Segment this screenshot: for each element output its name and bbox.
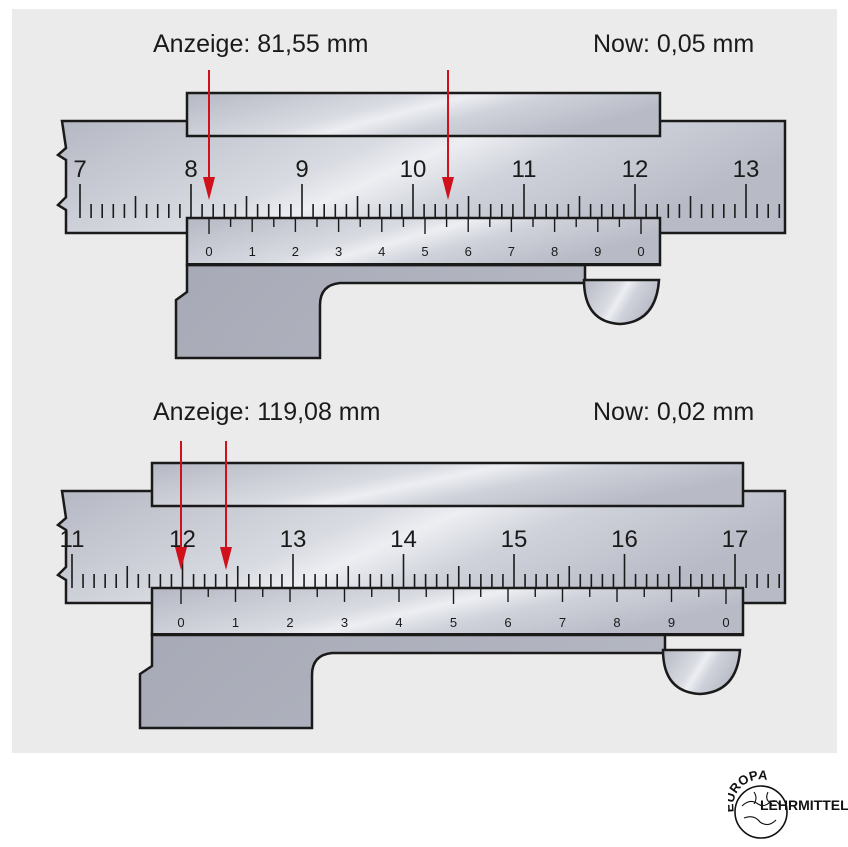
vernier-label: 5 <box>450 615 457 630</box>
vernier-label: 7 <box>559 615 566 630</box>
vernier-label: 2 <box>292 244 299 259</box>
resolution-caption-1: Now: 0,05 mm <box>593 30 755 58</box>
vernier-label: 0 <box>177 615 184 630</box>
main-label: 11 <box>512 156 537 183</box>
vernier-scale <box>180 588 727 604</box>
globe-icon <box>734 785 788 839</box>
red-arrow <box>175 441 187 570</box>
thumb-wheel <box>582 278 661 326</box>
reading-caption-1: Anzeige: 81,55 mm <box>153 30 369 58</box>
vernier-label: 1 <box>249 244 256 259</box>
logo-text: LEHRMITTEL <box>760 797 848 813</box>
main-label: 13 <box>280 526 307 553</box>
red-arrow <box>203 70 215 200</box>
vernier-slider <box>150 586 745 637</box>
main-label: 17 <box>722 526 749 553</box>
vernier-label: 4 <box>395 615 402 630</box>
depth-bar <box>150 461 745 508</box>
vernier-caliper-1: 7 8 9 10 11 12 13 0 1 2 3 4 5 6 7 8 9 0 <box>55 70 787 360</box>
vernier-label: 8 <box>613 615 620 630</box>
depth-bar <box>185 91 662 138</box>
main-scale-labels: 7 8 9 10 11 12 13 <box>73 156 759 183</box>
vernier-label: 5 <box>421 244 428 259</box>
vernier-label: 8 <box>551 244 558 259</box>
vernier-scale-labels: 0 1 2 3 4 5 6 7 8 9 0 <box>177 615 729 630</box>
vernier-label: 3 <box>335 244 342 259</box>
main-scale <box>79 184 781 218</box>
europa-lehrmittel-logo: EUROPA <box>728 767 788 839</box>
main-label: 16 <box>611 526 638 553</box>
main-label: 12 <box>622 156 649 183</box>
main-beam <box>55 119 787 235</box>
jaw <box>138 632 667 730</box>
vernier-label: 0 <box>637 244 644 259</box>
vernier-label: 4 <box>378 244 385 259</box>
vernier-label: 6 <box>465 244 472 259</box>
main-label: 11 <box>60 526 85 553</box>
vernier-scale <box>208 218 642 234</box>
vernier-label: 0 <box>722 615 729 630</box>
red-arrow <box>220 441 232 570</box>
main-label: 14 <box>390 526 417 553</box>
reading-caption-2: Anzeige: 119,08 mm <box>153 398 381 426</box>
main-label: 13 <box>733 156 760 183</box>
main-label: 10 <box>400 156 427 183</box>
red-arrow <box>442 70 454 200</box>
vernier-label: 3 <box>341 615 348 630</box>
vernier-scale-labels: 0 1 2 3 4 5 6 7 8 9 0 <box>205 244 644 259</box>
main-label: 8 <box>184 156 197 183</box>
main-label: 7 <box>73 156 86 183</box>
vernier-label: 6 <box>504 615 511 630</box>
resolution-caption-2: Now: 0,02 mm <box>593 398 755 426</box>
main-scale <box>71 554 781 588</box>
main-label: 15 <box>501 526 528 553</box>
vernier-label: 9 <box>668 615 675 630</box>
jaw <box>174 263 587 360</box>
vernier-label: 7 <box>508 244 515 259</box>
vernier-label: 1 <box>232 615 239 630</box>
vernier-label: 2 <box>286 615 293 630</box>
vernier-label: 9 <box>594 244 601 259</box>
main-beam <box>55 489 787 605</box>
vernier-caliper-2: 11 12 13 14 15 16 17 0 1 2 3 4 5 6 7 8 9… <box>55 441 787 730</box>
thumb-wheel <box>661 648 742 696</box>
main-scale-labels: 11 12 13 14 15 16 17 <box>60 526 749 553</box>
vernier-label: 0 <box>205 244 212 259</box>
main-label: 9 <box>295 156 308 183</box>
